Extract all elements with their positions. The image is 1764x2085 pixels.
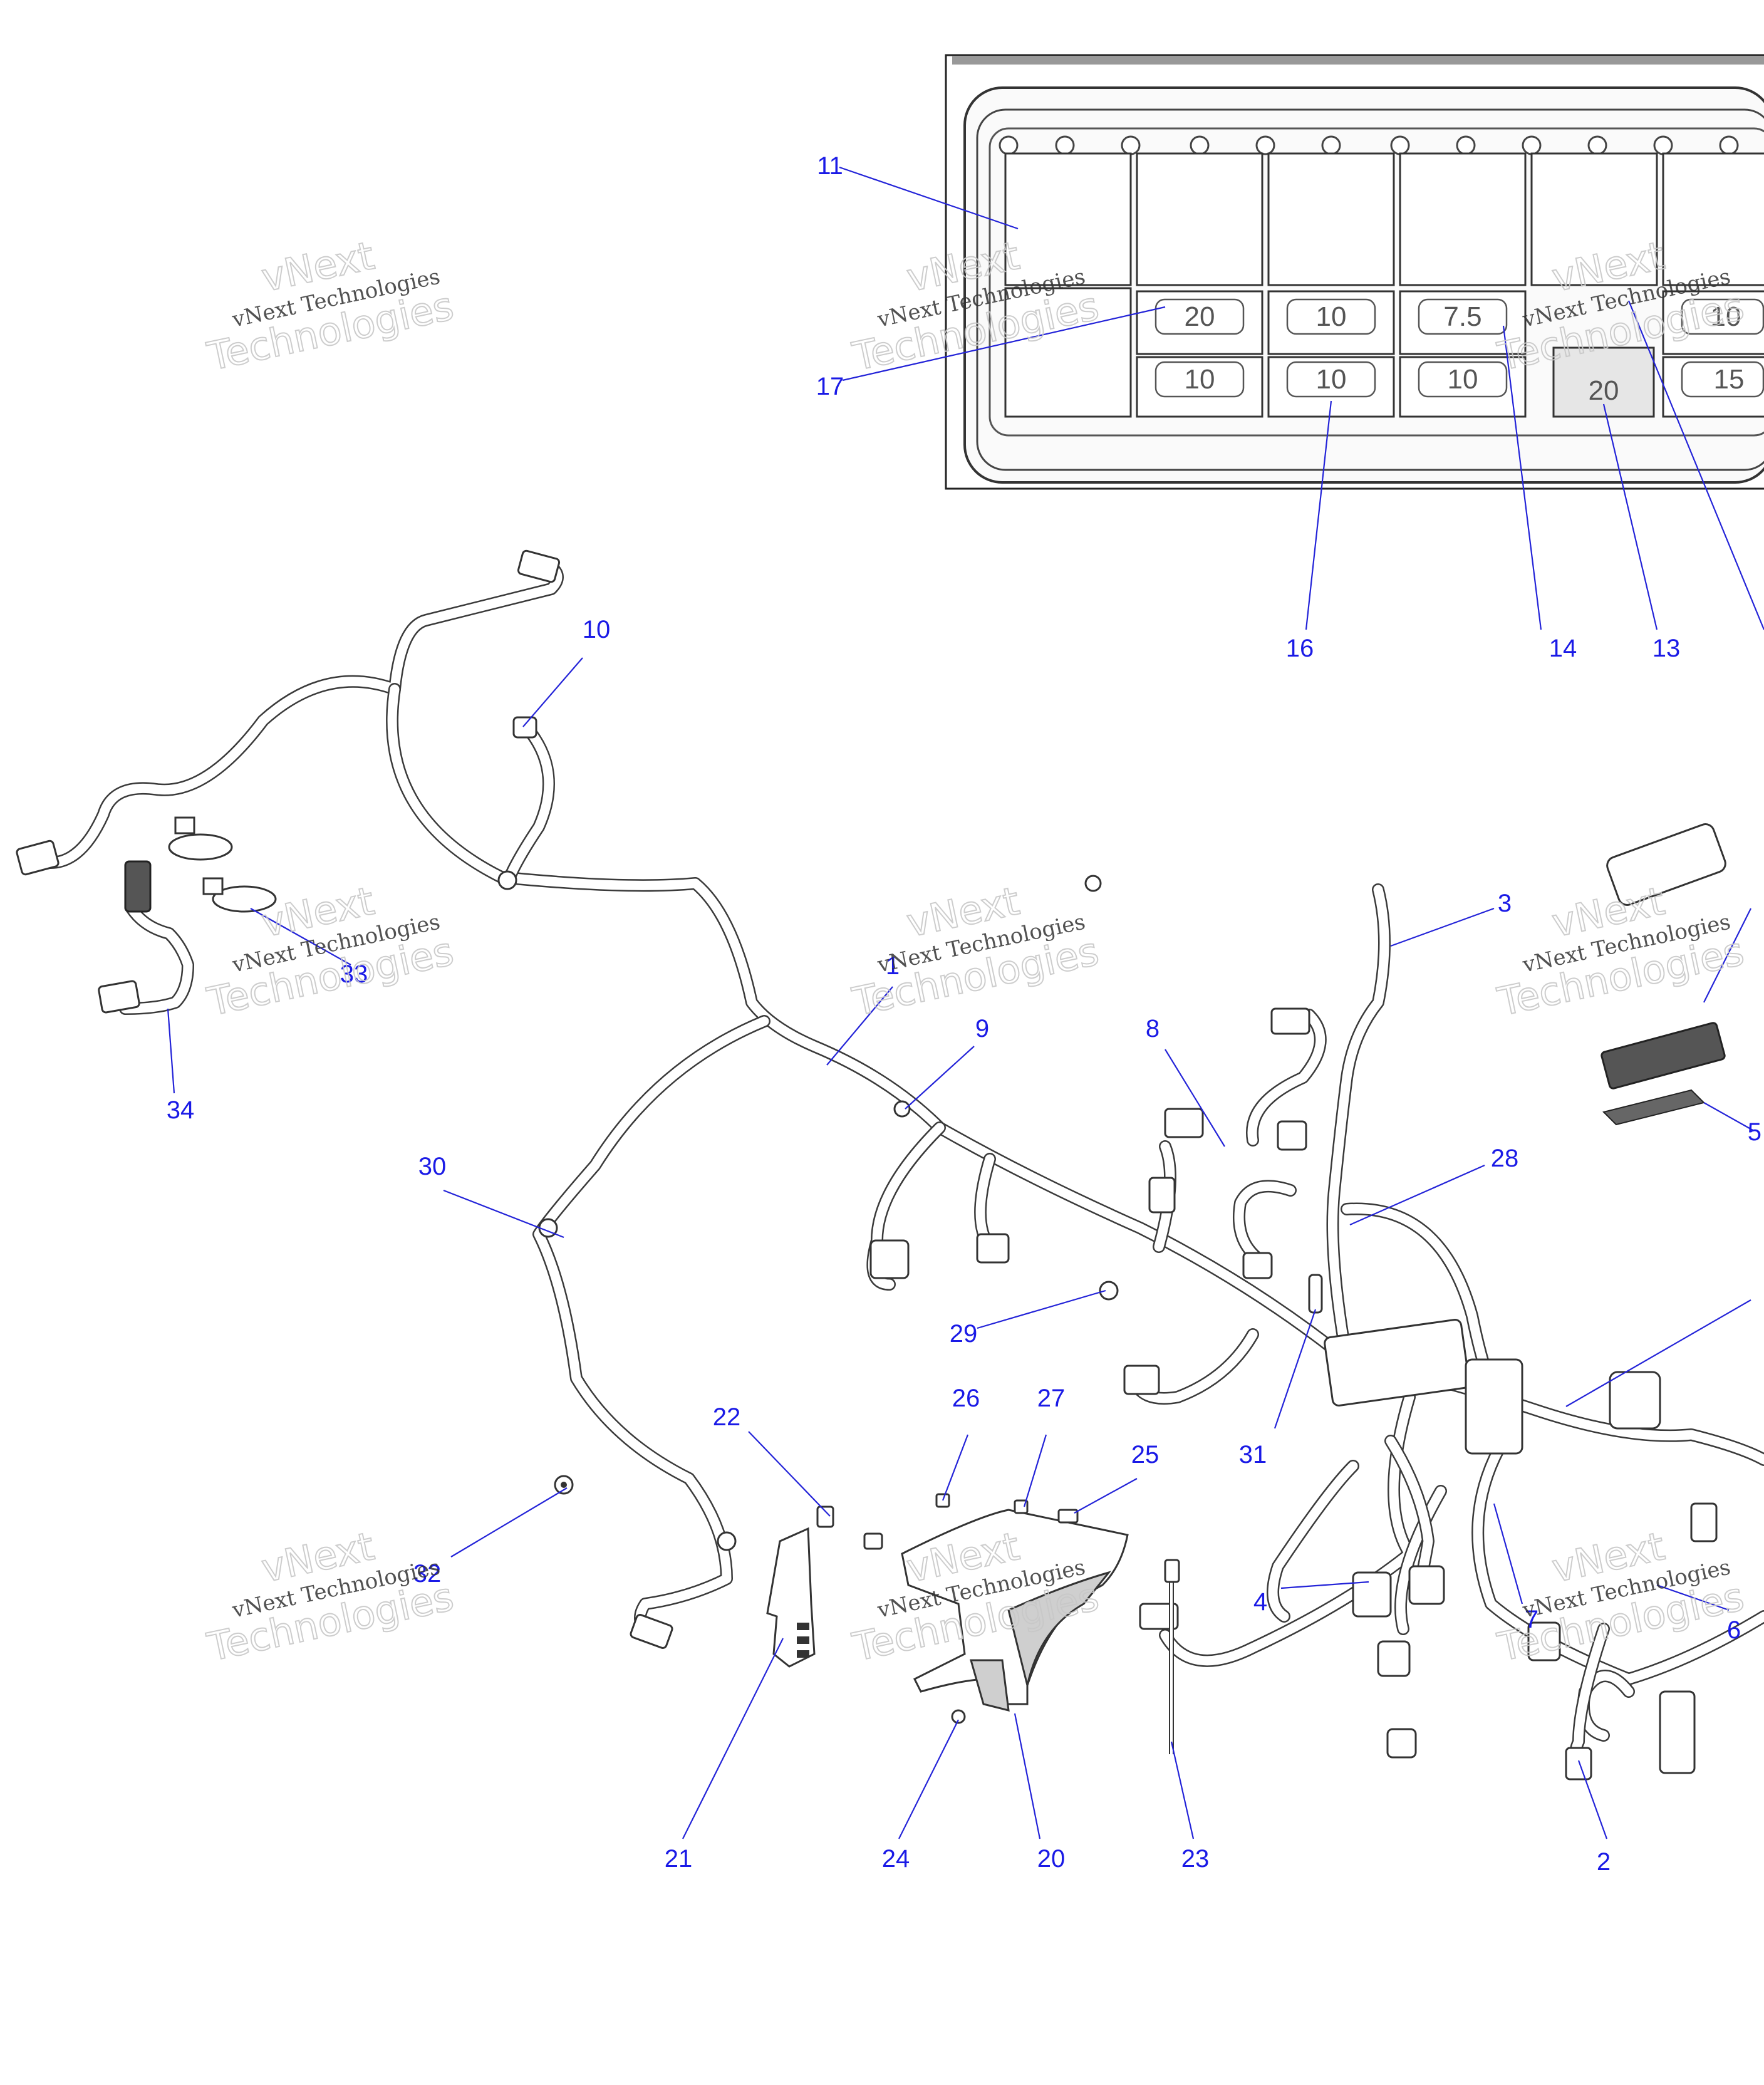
connector-shapes [16,549,1726,1781]
callout-10: 10 [583,616,611,643]
callout-17: 17 [816,373,844,400]
fuse-value: 10 [1316,301,1347,332]
callout-31: 31 [1239,1441,1267,1469]
callout-30: 30 [418,1153,447,1180]
fuse-value: 10 [1448,364,1478,395]
callout-14: 14 [1549,635,1577,662]
fuse-box-detail: 20 10 7.5 10 10 10 10 20 15 [945,54,1764,490]
callout-33: 33 [340,960,368,988]
callout-2: 2 [1597,1848,1611,1876]
callout-7: 7 [1525,1606,1538,1633]
callout-26: 26 [952,1385,980,1412]
fuse-value: 7.5 [1443,301,1481,332]
callout-23: 23 [1181,1845,1210,1873]
callout-20: 20 [1037,1845,1066,1873]
fuse-value: 15 [1714,364,1745,395]
callout-13: 13 [1652,635,1681,662]
harness-drawing [16,549,1764,1781]
callout-29: 29 [950,1320,978,1348]
fuse-value: 20 [1185,301,1215,332]
callout-22: 22 [713,1403,741,1431]
callout-27: 27 [1037,1385,1066,1412]
fuse-value: 10 [1711,301,1741,332]
callout-9: 9 [975,1015,989,1042]
callout-labels: 11 17 16 14 13 10 3 1 9 8 28 5 30 29 31 … [167,152,1761,1876]
callout-6: 6 [1727,1616,1741,1644]
fuse-value: 10 [1185,364,1215,395]
callout-28: 28 [1491,1145,1519,1172]
leader-lines [167,166,1764,1839]
callout-21: 21 [665,1845,693,1873]
callout-1: 1 [886,952,900,980]
callout-24: 24 [882,1845,910,1873]
callout-34: 34 [167,1096,195,1124]
callout-5: 5 [1748,1118,1761,1146]
fuse-value: 10 [1316,364,1347,395]
fuse-value: 20 [1589,375,1619,406]
callout-8: 8 [1146,1015,1160,1042]
callout-11: 11 [817,152,843,180]
callout-25: 25 [1131,1441,1160,1469]
callout-16: 16 [1286,635,1314,662]
callout-4: 4 [1253,1588,1267,1616]
callout-3: 3 [1498,890,1512,917]
callout-32: 32 [413,1560,442,1588]
